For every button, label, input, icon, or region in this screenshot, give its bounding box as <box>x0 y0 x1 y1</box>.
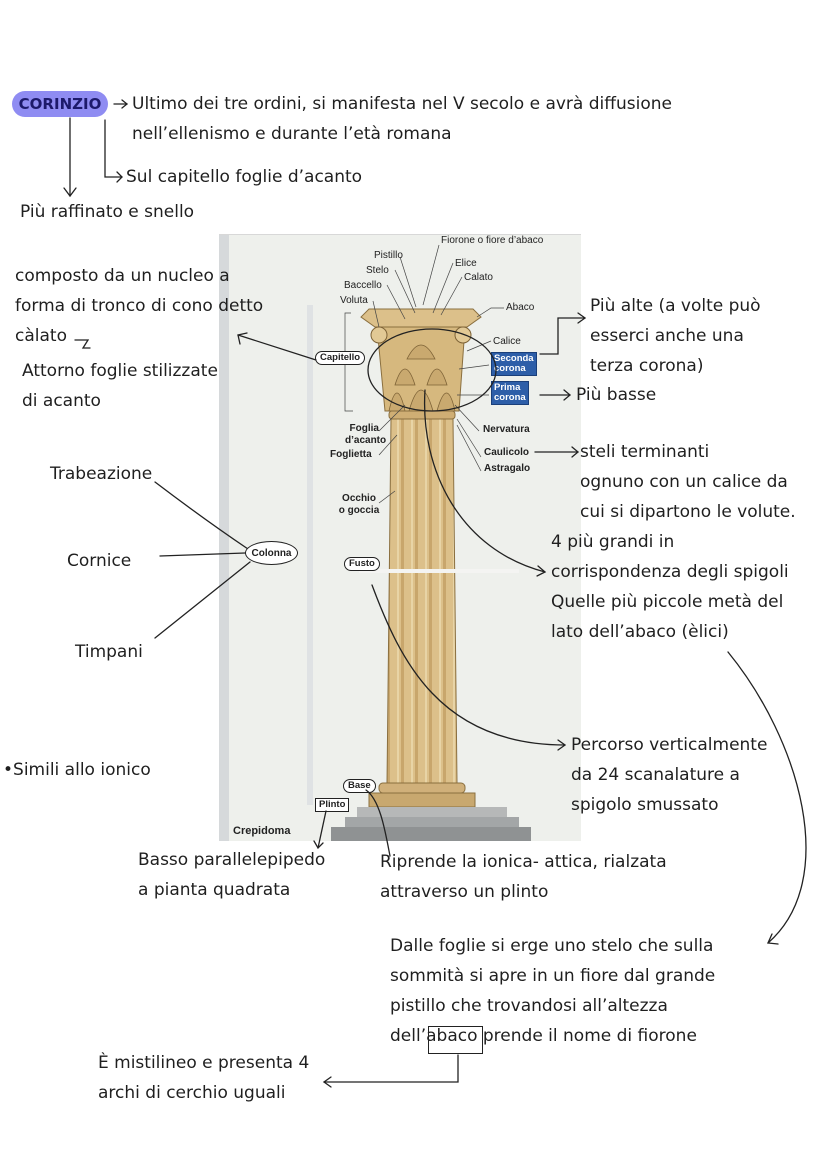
note-simili: •Simili allo ionico <box>3 760 151 780</box>
background-wall <box>219 235 229 841</box>
label-stelo: Stelo <box>366 265 389 276</box>
note-acanto: Sul capitello foglie d’acanto <box>126 167 363 187</box>
acanthus-leaves <box>388 344 456 412</box>
note-dalle-foglie: Dalle foglie si erge uno stelo che sulla… <box>390 936 716 1046</box>
abaco-word: abaco <box>426 1026 478 1046</box>
note-timpani: Timpani <box>75 642 143 662</box>
background-pilaster <box>307 305 313 805</box>
label-fusto: Fusto <box>344 557 380 571</box>
colonna-oval: Colonna <box>245 541 298 565</box>
label-abaco: Abaco <box>506 302 535 313</box>
step-2 <box>345 817 519 827</box>
label-calice: Calice <box>493 336 521 347</box>
bullet-dot: • <box>3 760 14 780</box>
column-diagram: Pistillo Stelo Baccello Voluta Fiorone o… <box>219 234 581 841</box>
label-elice: Elice <box>455 258 477 269</box>
note-trabeazione: Trabeazione <box>50 464 153 484</box>
column-drawing <box>331 244 531 841</box>
label-capitello: Capitello <box>315 351 366 365</box>
abacus-shape <box>360 308 482 328</box>
label-baccello: Baccello <box>344 280 382 291</box>
abaco-highlight-box <box>428 1026 483 1054</box>
label-pistillo: Pistillo <box>374 250 403 261</box>
label-caulicolo: Caulicolo <box>484 447 530 458</box>
note-intro: Ultimo dei tre ordini, si manifesta nel … <box>132 94 672 144</box>
label-plinto: Plinto <box>315 798 350 812</box>
title-badge: CORINZIO <box>12 91 108 117</box>
step-3 <box>331 827 531 841</box>
label-foglietta: Foglietta <box>330 449 372 460</box>
note-piu-basse: Più basse <box>576 385 657 405</box>
note-cornice: Cornice <box>67 551 132 571</box>
leader-lines <box>344 244 504 504</box>
volute-right <box>454 326 472 344</box>
note-raffinato: Più raffinato e snello <box>20 202 195 222</box>
step-1 <box>357 807 507 817</box>
label-base: Base <box>343 779 376 793</box>
label-nervatura: Nervatura <box>483 424 530 435</box>
label-voluta: Voluta <box>340 295 368 306</box>
label-fiorone: Fiorone o fiore d’abaco <box>441 235 544 246</box>
label-crepidoma: Crepidoma <box>233 825 291 837</box>
capital-shape <box>376 326 466 412</box>
label-calato: Calato <box>464 272 493 283</box>
label-astragalo: Astragalo <box>484 463 531 474</box>
